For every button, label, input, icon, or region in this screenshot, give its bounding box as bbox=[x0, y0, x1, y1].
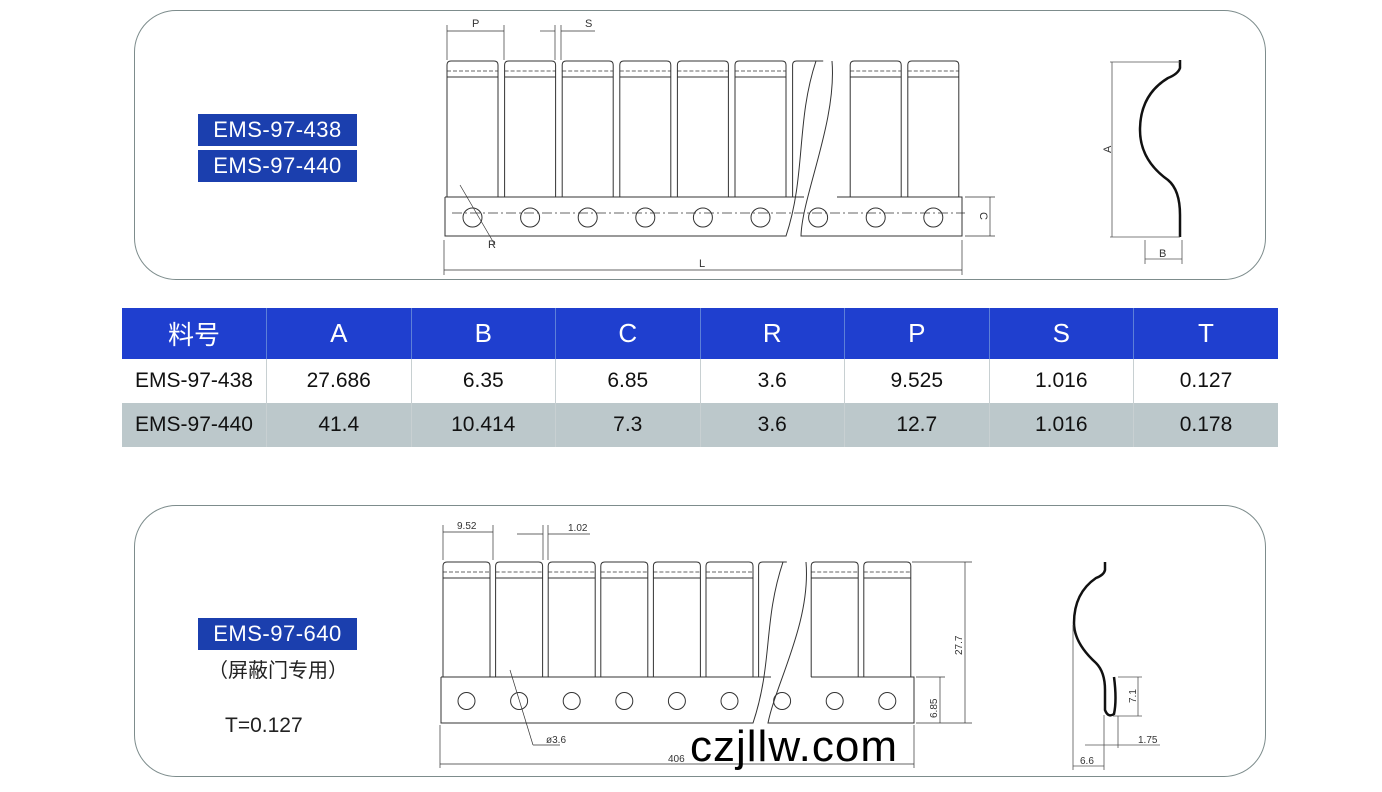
dim-c: C bbox=[977, 212, 989, 220]
mount-hole bbox=[923, 207, 944, 228]
cell: EMS-97-438 bbox=[135, 369, 253, 392]
dim-label: 9.52 bbox=[457, 521, 477, 532]
col-s: S bbox=[988, 308, 1134, 359]
dim-base: 6.85 bbox=[929, 698, 940, 718]
finger bbox=[547, 561, 596, 677]
mount-hole bbox=[462, 207, 483, 228]
cell: 12.7 bbox=[844, 403, 989, 447]
mount-hole bbox=[773, 692, 792, 710]
finger bbox=[792, 60, 824, 197]
mount-hole bbox=[667, 692, 686, 710]
dim-lip: 1.75 bbox=[1138, 735, 1158, 746]
finger bbox=[758, 561, 787, 677]
part-label-640: EMS-97-640 bbox=[198, 618, 357, 650]
mount-hole bbox=[878, 692, 897, 710]
dim-height: 27.7 bbox=[954, 635, 965, 655]
cell: 1.016 bbox=[988, 403, 1134, 447]
base-right bbox=[767, 561, 915, 724]
base-right bbox=[800, 60, 963, 237]
mount-hole bbox=[615, 692, 634, 710]
finger bbox=[849, 60, 902, 197]
cell: 41.4 bbox=[266, 403, 411, 447]
mount-hole bbox=[520, 207, 541, 228]
finger bbox=[504, 60, 557, 197]
mount-hole bbox=[577, 207, 598, 228]
mount-hole bbox=[635, 207, 656, 228]
bottom-panel bbox=[134, 505, 1266, 777]
thickness-note: T=0.127 bbox=[225, 714, 303, 737]
col-a: A bbox=[266, 308, 411, 359]
base-left bbox=[440, 561, 784, 724]
mount-hole bbox=[692, 207, 713, 228]
mount-hole bbox=[808, 207, 829, 228]
finger bbox=[705, 561, 754, 677]
mount-hole bbox=[562, 692, 581, 710]
top-finger-strip-drawing: P S L R C bbox=[443, 18, 995, 275]
bottom-side-profile bbox=[1072, 562, 1117, 717]
finger bbox=[600, 561, 649, 677]
cell: EMS-97-440 bbox=[122, 403, 267, 447]
finger bbox=[442, 561, 491, 677]
mount-hole bbox=[865, 207, 886, 228]
finger bbox=[734, 60, 787, 197]
cell: 6.35 bbox=[410, 359, 556, 403]
top-panel bbox=[134, 10, 1266, 280]
col-part: 料号 bbox=[122, 308, 267, 359]
watermark: czjllw.com bbox=[690, 722, 899, 771]
dim-label: R bbox=[488, 239, 496, 251]
dim-fold: 7.1 bbox=[1128, 689, 1139, 703]
usage-note: （屏蔽门专用） bbox=[208, 660, 348, 682]
part-label-440: EMS-97-440 bbox=[198, 150, 357, 182]
dim-label: ø3.6 bbox=[546, 735, 566, 746]
mount-hole bbox=[457, 692, 476, 710]
dim-label: L bbox=[699, 258, 705, 270]
cell: 7.3 bbox=[555, 403, 700, 447]
dim-b: B bbox=[1159, 248, 1166, 260]
finger bbox=[907, 60, 960, 197]
dim-a: A bbox=[1102, 145, 1114, 153]
base-left bbox=[444, 60, 817, 237]
finger bbox=[619, 60, 672, 197]
finger bbox=[446, 60, 499, 197]
part-label-438: EMS-97-438 bbox=[198, 114, 357, 146]
cell: 3.6 bbox=[699, 359, 845, 403]
dimension-line bbox=[509, 669, 534, 746]
cell: 9.525 bbox=[844, 359, 989, 403]
cell: 6.85 bbox=[555, 359, 700, 403]
finger bbox=[495, 561, 544, 677]
finger bbox=[652, 561, 701, 677]
finger bbox=[810, 561, 859, 677]
dim-label: 406 bbox=[668, 754, 685, 765]
cell: 1.016 bbox=[988, 359, 1134, 403]
table-header: 料号 A B C R P S T bbox=[122, 308, 1278, 359]
cell: 10.414 bbox=[410, 403, 556, 447]
finger bbox=[863, 561, 912, 677]
finger bbox=[676, 60, 729, 197]
cell: 0.178 bbox=[1133, 403, 1278, 447]
col-c: C bbox=[555, 308, 700, 359]
mount-hole bbox=[825, 692, 844, 710]
dim-depth: 6.6 bbox=[1080, 756, 1094, 767]
bottom-finger-strip-drawing: 9.52 1.02 ø3.6 406 27.7 6.85 bbox=[439, 521, 972, 768]
col-b: B bbox=[410, 308, 556, 359]
mount-hole bbox=[750, 207, 771, 228]
mount-hole bbox=[720, 692, 739, 710]
top-side-profile bbox=[1138, 60, 1182, 237]
mount-hole bbox=[510, 692, 529, 710]
dim-label: S bbox=[585, 18, 592, 30]
dim-label: P bbox=[472, 18, 479, 30]
cell: 3.6 bbox=[699, 403, 845, 447]
col-p: P bbox=[844, 308, 989, 359]
finger bbox=[561, 60, 614, 197]
col-t: T bbox=[1133, 308, 1278, 359]
cell: 27.686 bbox=[266, 359, 411, 403]
col-r: R bbox=[699, 308, 845, 359]
dim-label: 1.02 bbox=[568, 523, 588, 534]
dimension-line bbox=[459, 184, 496, 246]
cell: 0.127 bbox=[1133, 359, 1278, 403]
